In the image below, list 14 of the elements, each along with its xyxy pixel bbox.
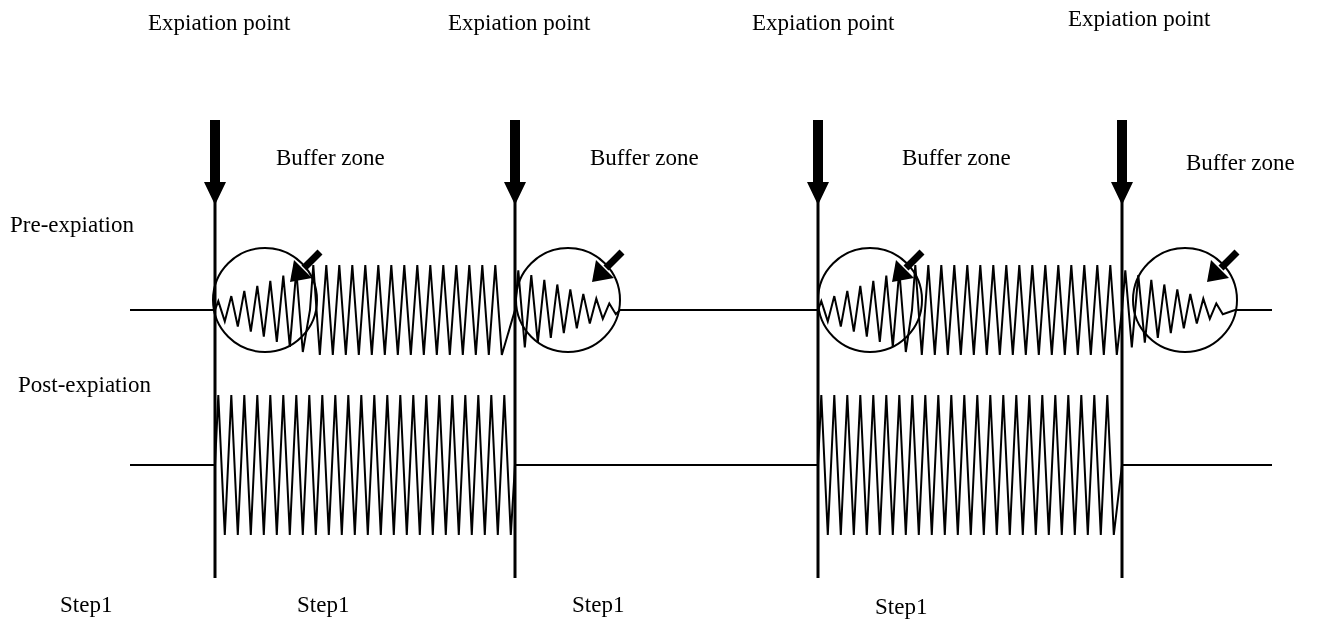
zone-label: Buffer zone — [590, 145, 699, 171]
marker-label: Expiation point — [752, 10, 895, 36]
step-label: Step1 — [60, 592, 113, 618]
row-label: Post-expiation — [18, 372, 151, 398]
marker-label: Expiation point — [148, 10, 291, 36]
step-label: Step1 — [572, 592, 625, 618]
row-label: Pre-expiation — [10, 212, 134, 238]
marker-label: Expiation point — [1068, 6, 1211, 32]
zone-label: Buffer zone — [902, 145, 1011, 171]
marker-label: Expiation point — [448, 10, 591, 36]
zone-label: Buffer zone — [1186, 150, 1295, 176]
zone-label: Buffer zone — [276, 145, 385, 171]
step-label: Step1 — [875, 594, 928, 620]
step-label: Step1 — [297, 592, 350, 618]
